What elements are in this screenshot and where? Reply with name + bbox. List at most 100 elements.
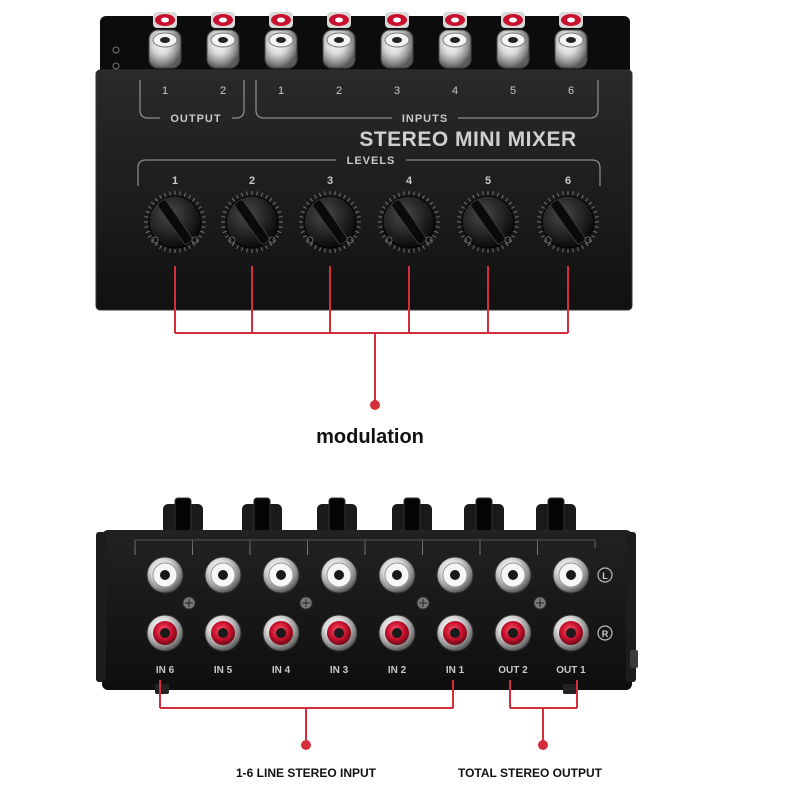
input-leader-dot bbox=[301, 740, 311, 750]
screw bbox=[299, 596, 313, 610]
rca-jack-white bbox=[206, 29, 240, 69]
knob-top bbox=[317, 497, 357, 534]
rca-jack-red bbox=[146, 614, 184, 652]
rca-jack-red bbox=[320, 614, 358, 652]
right-channel-marker bbox=[597, 625, 613, 641]
jack-label: IN 2 bbox=[388, 665, 407, 676]
jack-label: IN 5 bbox=[214, 665, 233, 676]
modulation-leader-dot bbox=[370, 400, 380, 410]
rca-jack-red bbox=[211, 12, 235, 28]
rear-jack-labels: IN 6 IN 5 IN 4 IN 3 IN 2 IN 1 OUT 2 OUT 1 bbox=[156, 665, 586, 676]
rca-jack-white bbox=[494, 556, 532, 594]
rca-jack-white bbox=[204, 556, 242, 594]
output-number: 2 bbox=[220, 85, 226, 97]
rca-jack-white bbox=[438, 29, 472, 69]
input-number: 4 bbox=[452, 85, 458, 97]
rca-jack-white bbox=[264, 29, 298, 69]
knob-top bbox=[464, 497, 504, 534]
input-number: 6 bbox=[568, 85, 574, 97]
jack-label: IN 1 bbox=[446, 665, 465, 676]
knob-number: 4 bbox=[406, 175, 413, 187]
left-channel-marker bbox=[597, 567, 613, 583]
rca-jack-red bbox=[269, 12, 293, 28]
rca-jack-white bbox=[552, 556, 590, 594]
levels-label: LEVELS bbox=[347, 155, 396, 167]
product-name: STEREO MINI MIXER bbox=[359, 128, 576, 151]
knob-number: 6 bbox=[565, 175, 571, 187]
level-knob: 2 bbox=[221, 175, 283, 253]
jack-label: IN 4 bbox=[272, 665, 291, 676]
knob-top bbox=[536, 497, 576, 534]
knob-number: 1 bbox=[172, 175, 178, 187]
rca-jack-white bbox=[496, 29, 530, 69]
screw bbox=[533, 596, 547, 610]
screw-hole bbox=[112, 62, 120, 70]
jack-label: OUT 1 bbox=[556, 665, 586, 676]
rca-jack-red bbox=[501, 12, 525, 28]
output-leader-lines bbox=[509, 680, 578, 742]
rear-unit-panel bbox=[102, 530, 632, 690]
rca-jack-white bbox=[320, 556, 358, 594]
input-number: 5 bbox=[510, 85, 516, 97]
rca-jack-white bbox=[322, 29, 356, 69]
output-leader-dot bbox=[538, 740, 548, 750]
jack-label: IN 3 bbox=[330, 665, 349, 676]
top-rear-white-jacks bbox=[148, 29, 588, 69]
screw-hole bbox=[112, 46, 120, 54]
inputs-label: INPUTS bbox=[402, 113, 448, 125]
left-marker-text: L bbox=[602, 571, 608, 581]
rca-jack-white bbox=[148, 29, 182, 69]
knob-number: 2 bbox=[249, 175, 255, 187]
rca-jack-red bbox=[262, 614, 300, 652]
rear-left-channel-jacks bbox=[146, 556, 590, 594]
rca-jack-white bbox=[262, 556, 300, 594]
screw bbox=[416, 596, 430, 610]
rca-jack-red bbox=[443, 12, 467, 28]
output-number: 1 bbox=[162, 85, 168, 97]
knob-top bbox=[392, 497, 432, 534]
rear-column-dividers bbox=[134, 539, 596, 555]
modulation-leader-lines bbox=[174, 266, 569, 402]
rear-right-channel-jacks bbox=[146, 614, 590, 652]
rca-jack-white bbox=[146, 556, 184, 594]
rca-jack-white bbox=[554, 29, 588, 69]
rca-jack-red bbox=[153, 12, 177, 28]
input-number: 3 bbox=[394, 85, 400, 97]
jack-label: OUT 2 bbox=[498, 665, 528, 676]
knob-top bbox=[242, 497, 282, 534]
rca-jack-red bbox=[559, 12, 583, 28]
rca-jack-white bbox=[436, 556, 474, 594]
rca-jack-red bbox=[327, 12, 351, 28]
rca-jack-red bbox=[385, 12, 409, 28]
output-label: OUTPUT bbox=[170, 113, 221, 125]
knob-top bbox=[163, 497, 203, 534]
top-rear-red-jacks bbox=[153, 12, 583, 28]
rca-jack-red bbox=[436, 614, 474, 652]
level-knob: 6 bbox=[537, 175, 599, 253]
rear-view-knob-tops bbox=[163, 497, 576, 534]
jack-label: IN 6 bbox=[156, 665, 175, 676]
level-knob: 3 bbox=[299, 175, 361, 253]
rca-jack-white bbox=[378, 556, 416, 594]
rca-jack-red bbox=[378, 614, 416, 652]
modulation-label: modulation bbox=[316, 426, 424, 448]
rca-jack-white bbox=[380, 29, 414, 69]
outputs-callout-label: TOTAL STEREO OUTPUT bbox=[458, 766, 603, 780]
knob-number: 5 bbox=[485, 175, 491, 187]
top-unit-panel bbox=[96, 70, 632, 310]
level-knob: 1 bbox=[144, 175, 206, 253]
rca-jack-red bbox=[204, 614, 242, 652]
input-leader-lines bbox=[159, 680, 454, 742]
inputs-callout-label: 1-6 LINE STEREO INPUT bbox=[236, 766, 377, 780]
knob-number: 3 bbox=[327, 175, 333, 187]
rear-screws bbox=[182, 596, 547, 610]
screw bbox=[182, 596, 196, 610]
right-marker-text: R bbox=[602, 629, 609, 639]
rca-jack-red bbox=[552, 614, 590, 652]
rca-jack-red bbox=[494, 614, 532, 652]
input-number: 2 bbox=[336, 85, 342, 97]
